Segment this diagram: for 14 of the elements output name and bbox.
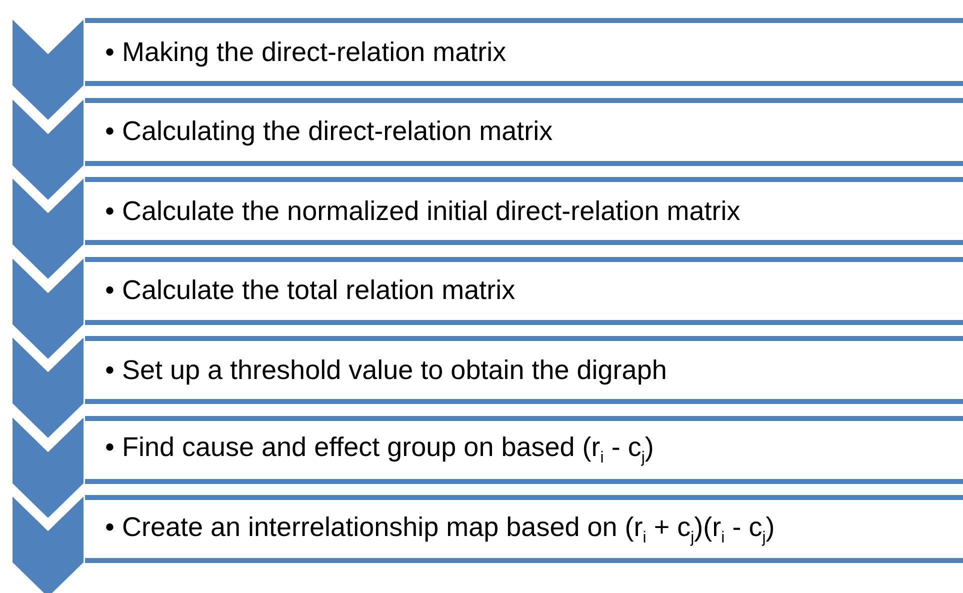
step-text: • Create an interrelationship map based on (r$_{i}$ + c$_{j}$)(r$_{i}$ - c$_{j}$) xyxy=(105,510,775,548)
step-text: • Calculating the direct-relation matrix xyxy=(105,115,553,148)
step-text: • Making the direct-relation matrix xyxy=(105,36,506,68)
step-box xyxy=(85,336,963,404)
step-text: • Find cause and effect group on based (r$_{i}$ - c$_{j}$) xyxy=(105,431,654,468)
step-box xyxy=(85,416,963,484)
step-box xyxy=(85,177,963,245)
step-box xyxy=(85,18,963,86)
step-box xyxy=(85,256,963,324)
step-box xyxy=(85,495,963,563)
step-text: • Calculate the normalized initial direct-relation matrix xyxy=(105,194,740,228)
step-text: • Set up a threshold value to obtain the digraph xyxy=(105,354,667,386)
step-box xyxy=(85,98,963,166)
step-text: • Calculate the total relation matrix xyxy=(105,274,516,307)
